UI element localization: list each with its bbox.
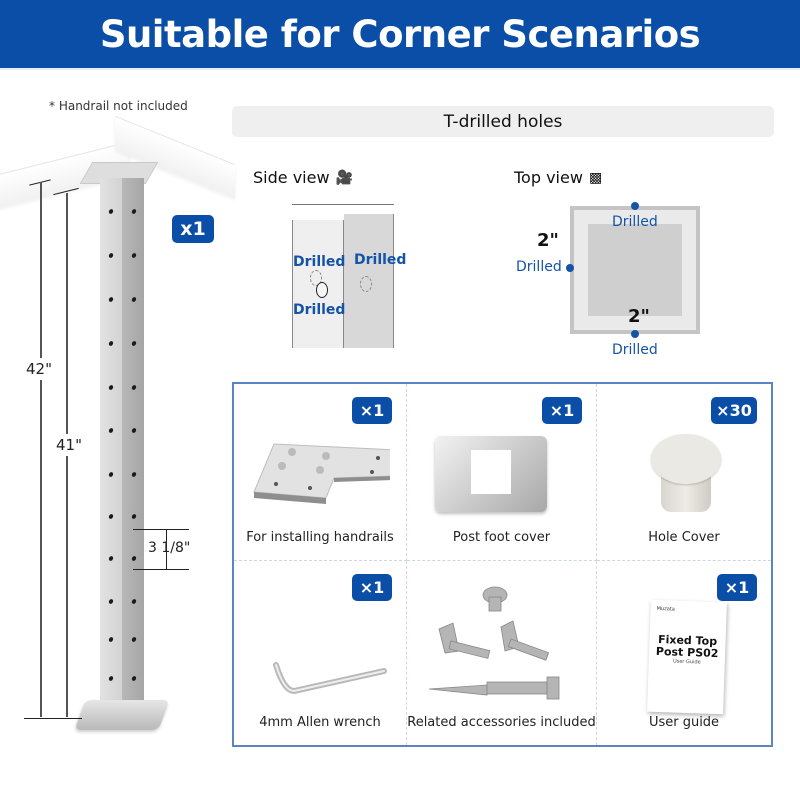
front-hole bbox=[316, 282, 328, 298]
post-base-plate bbox=[74, 700, 170, 730]
accessory-label: User guide bbox=[648, 715, 720, 730]
accessory-label: Related accessories included bbox=[407, 715, 596, 730]
tube-top-edge bbox=[292, 204, 394, 222]
post-quantity-badge: x1 bbox=[172, 215, 214, 243]
side-hidden-hole bbox=[360, 276, 372, 292]
dim-baseline bbox=[24, 718, 82, 719]
section-title: T-drilled holes bbox=[443, 111, 563, 132]
post-face-side bbox=[122, 178, 144, 708]
page-title: Suitable for Corner Scenarios bbox=[99, 12, 701, 56]
post-body bbox=[100, 178, 144, 708]
accessory-label: For installing handrails bbox=[246, 530, 394, 545]
cover-opening bbox=[471, 450, 511, 494]
accessory-hole-cover: ×30 Hole Cover bbox=[597, 384, 771, 561]
side-view-diagram: Drilled Drilled Drilled bbox=[276, 204, 406, 348]
quantity-badge: ×1 bbox=[717, 574, 757, 601]
top-view-diagram: Drilled 2" bbox=[566, 202, 700, 338]
quantity-badge: ×1 bbox=[352, 574, 392, 601]
drill-point-top bbox=[631, 202, 639, 210]
dim-label-42: 42" bbox=[26, 358, 52, 380]
dim-line-42 bbox=[40, 182, 42, 717]
accessory-label: Hole Cover bbox=[648, 530, 720, 545]
quantity-badge: ×1 bbox=[542, 397, 582, 424]
hole-cap-icon bbox=[651, 434, 721, 484]
accessory-allen-wrench: ×1 4mm Allen wrench bbox=[234, 561, 407, 745]
header-banner: Suitable for Corner Scenarios bbox=[0, 0, 800, 70]
drilled-label: Drilled bbox=[516, 259, 562, 275]
user-guide-icon: Muzata Fixed Top Post PS02 User Guide bbox=[647, 599, 727, 715]
accessory-foot-cover: ×1 Post foot cover bbox=[407, 384, 597, 561]
section-header: T-drilled holes bbox=[232, 106, 774, 137]
post-illustration: 42" 41" 3 1/8" bbox=[0, 115, 235, 730]
width-dimension: 2" bbox=[537, 230, 559, 251]
drilled-label: Drilled bbox=[293, 302, 346, 318]
drill-point-bottom bbox=[631, 330, 639, 338]
accessories-grid: ×1 For installing handrails ×1 Post foot… bbox=[232, 382, 773, 747]
drilled-label: Drilled bbox=[612, 342, 658, 358]
tube-interior bbox=[588, 224, 682, 316]
post-face-front bbox=[100, 178, 122, 708]
spacing-tick-top bbox=[133, 529, 189, 530]
dim-label-spacing: 3 1/8" bbox=[148, 540, 191, 556]
dim-label-41: 41" bbox=[56, 434, 82, 456]
handrail-note: * Handrail not included bbox=[49, 99, 188, 113]
manual-title-line2: Post PS02 bbox=[655, 644, 719, 661]
manual-brand: Muzata bbox=[656, 605, 675, 613]
accessory-top-plate: ×1 For installing handrails bbox=[234, 384, 407, 561]
accessory-screws: Related accessories included bbox=[407, 561, 597, 745]
allen-wrench-icon bbox=[273, 662, 387, 695]
drilled-label: Drilled bbox=[612, 214, 658, 230]
foot-cover-icon bbox=[435, 436, 547, 512]
top-plate-icon bbox=[253, 443, 390, 504]
camera-icon: 🎥 bbox=[335, 169, 353, 186]
accessory-label: 4mm Allen wrench bbox=[259, 715, 381, 730]
accessory-label: Post foot cover bbox=[452, 530, 551, 545]
drilled-label: Drilled bbox=[293, 254, 346, 270]
side-view-label: Side view bbox=[253, 168, 330, 187]
camera-top-icon: ▩ bbox=[588, 169, 603, 186]
side-view-heading: Side view 🎥 bbox=[253, 168, 353, 187]
screws-icon bbox=[428, 586, 560, 700]
spacing-line bbox=[166, 529, 167, 569]
spacing-tick-bottom bbox=[133, 569, 189, 570]
drilled-label: Drilled bbox=[354, 252, 407, 268]
top-view-heading: Top view ▩ bbox=[514, 168, 602, 187]
quantity-badge: ×1 bbox=[352, 397, 392, 424]
drill-point-left bbox=[566, 264, 574, 272]
quantity-badge: ×30 bbox=[711, 397, 757, 424]
accessory-user-guide: ×1 Muzata Fixed Top Post PS02 User Guide… bbox=[597, 561, 771, 745]
depth-dimension: 2" bbox=[628, 306, 650, 327]
top-view-label: Top view bbox=[514, 168, 583, 187]
